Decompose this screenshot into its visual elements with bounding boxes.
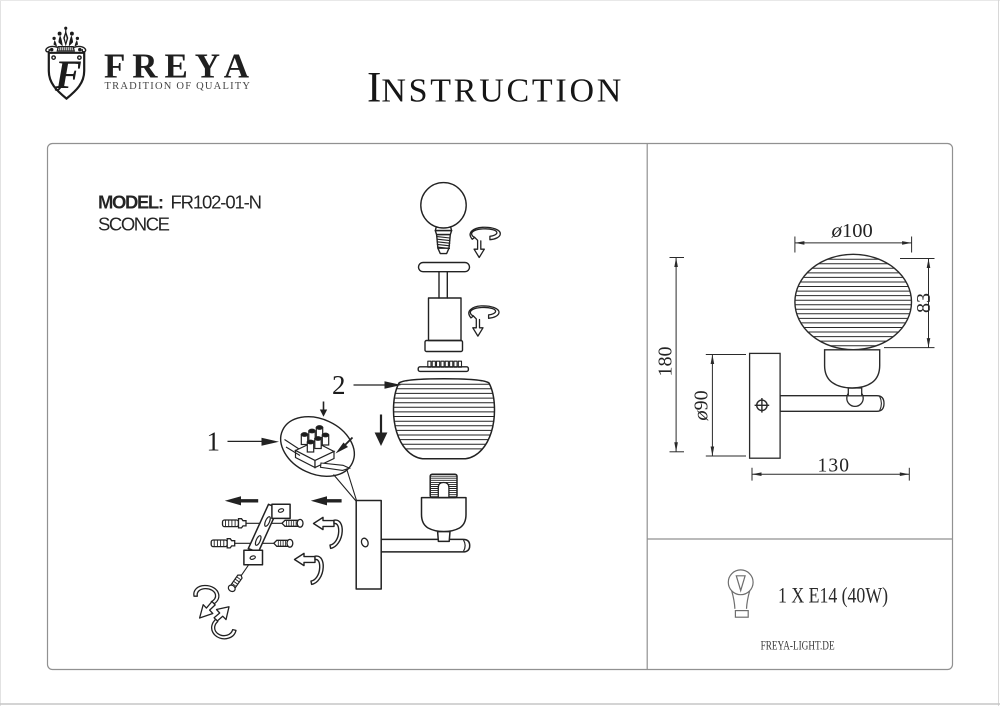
svg-text:1: 1	[207, 427, 221, 457]
svg-text:MODEL:: MODEL:	[98, 192, 164, 213]
svg-text:83: 83	[913, 293, 935, 313]
svg-text:FR102-01-N: FR102-01-N	[171, 192, 263, 213]
svg-text:TRADITION OF QUALITY: TRADITION OF QUALITY	[105, 81, 251, 92]
svg-text:INSTRUCTION: INSTRUCTION	[367, 65, 621, 112]
svg-text:FREYA-LIGHT.DE: FREYA-LIGHT.DE	[761, 638, 835, 653]
svg-text:SCONCE: SCONCE	[98, 214, 170, 235]
svg-text:ø90: ø90	[691, 390, 713, 421]
svg-text:180: 180	[655, 347, 677, 377]
svg-text:130: 130	[818, 455, 850, 476]
svg-text:2: 2	[332, 370, 346, 400]
svg-text:1 X E14 (40W): 1 X E14 (40W)	[778, 583, 888, 608]
svg-text:ø100: ø100	[831, 218, 873, 242]
